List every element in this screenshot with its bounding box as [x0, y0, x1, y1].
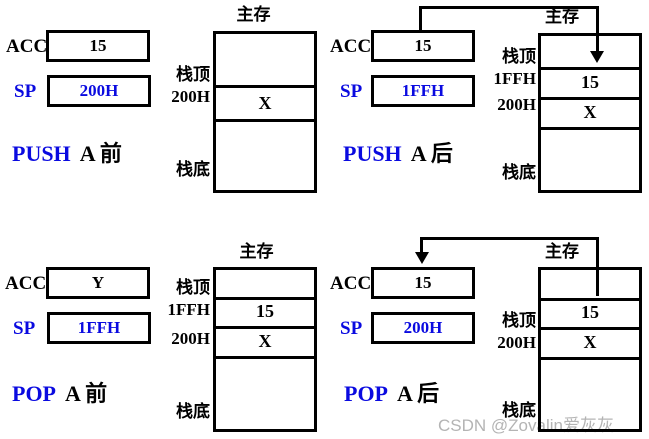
- sp-register-box: 1FFH: [371, 75, 475, 107]
- stack-bottom-label: 栈底: [176, 160, 210, 179]
- sp-register-box: 200H: [47, 75, 151, 107]
- acc-register-value: Y: [91, 273, 105, 292]
- stack-top-label: 栈顶: [176, 278, 210, 297]
- memory-box: 15 X: [538, 33, 642, 193]
- caption-operand: A 后: [410, 141, 453, 166]
- memory-box: X: [213, 31, 317, 193]
- caption-operand: A 前: [65, 381, 108, 406]
- memory-cell-x: X: [583, 102, 597, 122]
- acc-register-box: 15: [371, 267, 475, 299]
- caption-operand: A 前: [79, 141, 122, 166]
- caption-push-after: PUSH A 后: [343, 143, 453, 165]
- caption-operation: POP: [344, 381, 388, 406]
- stack-top-label: 栈顶: [502, 311, 536, 330]
- sp-register-label: SP: [14, 81, 37, 102]
- caption-operation: PUSH: [12, 141, 71, 166]
- memory-cell-divider: [216, 85, 314, 88]
- acc-register-value: 15: [414, 36, 432, 55]
- sp-register-label: SP: [340, 318, 363, 339]
- arrow-acc-to-mem-down-segment: [596, 6, 599, 52]
- sp-register-label: SP: [340, 81, 363, 102]
- memory-cell-divider: [541, 298, 639, 301]
- memory-cell-divider: [541, 97, 639, 100]
- arrowhead-down-icon: [590, 51, 604, 63]
- caption-operation: PUSH: [343, 141, 402, 166]
- acc-register-box: 15: [371, 30, 475, 62]
- memory-cell-divider: [216, 326, 314, 329]
- caption-push-before: PUSH A 前: [12, 143, 122, 165]
- sp-register-value: 200H: [79, 81, 119, 100]
- memory-cell-15: 15: [581, 302, 599, 322]
- memory-title: 主存: [236, 5, 271, 24]
- stack-top-address: 200H: [497, 333, 536, 352]
- arrow-mem-to-acc-up-segment: [596, 237, 599, 296]
- memory-cell-15: 15: [581, 72, 599, 92]
- caption-pop-before: POP A 前: [12, 383, 107, 405]
- stack-bottom-label: 栈底: [176, 402, 210, 421]
- sp-register-value: 1FFH: [401, 81, 445, 100]
- caption-operand: A 后: [397, 381, 440, 406]
- memory-address-200h: 200H: [171, 329, 210, 348]
- memory-cell-divider: [216, 297, 314, 300]
- memory-title: 主存: [545, 7, 579, 26]
- acc-register-value: 15: [89, 36, 107, 55]
- memory-box: 15 X: [538, 267, 642, 432]
- memory-address-200h: 200H: [497, 95, 536, 114]
- memory-cell-x: X: [583, 332, 597, 352]
- memory-title: 主存: [239, 242, 274, 261]
- acc-register-label: ACC: [330, 36, 372, 57]
- acc-register-label: ACC: [5, 273, 47, 294]
- sp-register-value: 200H: [403, 318, 443, 337]
- memory-cell-divider: [541, 127, 639, 130]
- memory-cell-divider: [541, 357, 639, 360]
- arrow-mem-to-acc-across-segment: [420, 237, 599, 240]
- csdn-watermark: CSDN @Zovalin爱灰灰: [438, 416, 614, 435]
- stack-top-address: 200H: [171, 87, 210, 106]
- arrow-mem-to-acc-down-segment: [420, 237, 423, 253]
- stack-bottom-label: 栈底: [502, 163, 536, 182]
- sp-register-box: 1FFH: [47, 312, 151, 344]
- acc-register-box: 15: [46, 30, 150, 62]
- sp-register-box: 200H: [371, 312, 475, 344]
- acc-register-box: Y: [46, 267, 150, 299]
- sp-register-label: SP: [13, 318, 36, 339]
- acc-register-label: ACC: [330, 273, 372, 294]
- memory-cell-15: 15: [256, 301, 274, 321]
- acc-register-value: 15: [414, 273, 432, 292]
- arrow-acc-to-mem-up-segment: [419, 6, 422, 31]
- arrowhead-down-icon: [415, 252, 429, 264]
- arrow-acc-to-mem-across-segment: [419, 6, 599, 9]
- memory-cell-x: X: [258, 331, 272, 351]
- memory-title: 主存: [545, 242, 579, 261]
- caption-pop-after: POP A 后: [344, 383, 439, 405]
- stack-top-address: 1FFH: [167, 300, 211, 319]
- stack-top-address: 1FFH: [493, 69, 537, 88]
- memory-cell-divider: [541, 67, 639, 70]
- memory-box: 15 X: [213, 267, 317, 432]
- caption-operation: POP: [12, 381, 56, 406]
- memory-cell-divider: [216, 356, 314, 359]
- memory-cell-divider: [216, 119, 314, 122]
- memory-cell-x: X: [258, 93, 272, 113]
- acc-register-label: ACC: [6, 36, 48, 57]
- memory-cell-divider: [541, 327, 639, 330]
- sp-register-value: 1FFH: [77, 318, 121, 337]
- stack-top-label: 栈顶: [176, 65, 210, 84]
- stack-top-label: 栈顶: [502, 47, 536, 66]
